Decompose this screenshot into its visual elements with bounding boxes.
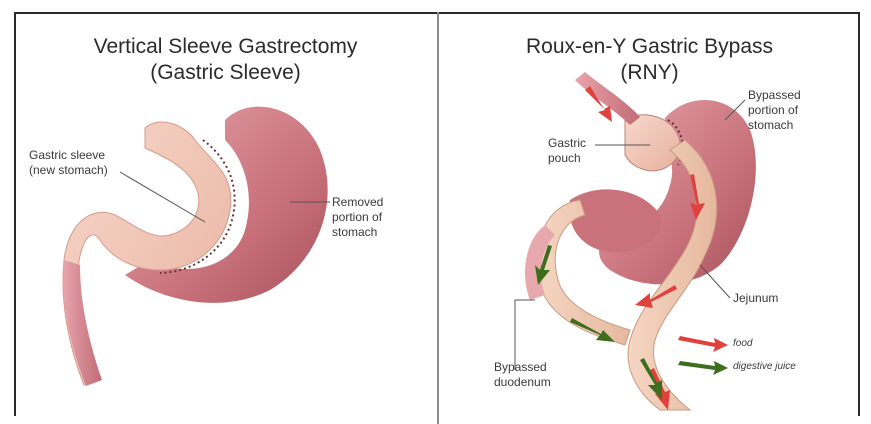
legend-food-label: food bbox=[733, 338, 752, 349]
pouch-label: Gastric pouch bbox=[548, 136, 586, 166]
duodenum-label: Bypassed duodenum bbox=[494, 360, 551, 390]
legend-juice-arrow bbox=[678, 361, 728, 375]
jejunum-pointer bbox=[700, 265, 730, 298]
sleeve-label-line1: Gastric sleeve bbox=[29, 148, 108, 163]
right-subtitle: (RNY) bbox=[439, 60, 860, 86]
legend-juice-label: digestive juice bbox=[733, 361, 796, 372]
right-title: Roux-en-Y Gastric Bypass bbox=[439, 34, 860, 60]
sleeve-label-line2: (new stomach) bbox=[29, 163, 108, 178]
bypassed-label-line1: Bypassed bbox=[748, 88, 801, 103]
left-panel-title: Vertical Sleeve Gastrectomy (Gastric Sle… bbox=[14, 34, 437, 86]
right-panel-title: Roux-en-Y Gastric Bypass (RNY) bbox=[439, 34, 860, 86]
removed-label-line3: stomach bbox=[332, 225, 383, 240]
duodenum-label-line1: Bypassed bbox=[494, 360, 551, 375]
jejunum-label-text: Jejunum bbox=[733, 291, 778, 306]
sleeve-label: Gastric sleeve (new stomach) bbox=[29, 148, 108, 178]
bypassed-stomach-label: Bypassed portion of stomach bbox=[748, 88, 801, 133]
bypassed-label-line2: portion of bbox=[748, 103, 801, 118]
jejunum-label: Jejunum bbox=[733, 291, 778, 306]
removed-label-line1: Removed bbox=[332, 195, 383, 210]
pouch-label-line1: Gastric bbox=[548, 136, 586, 151]
pouch-label-line2: pouch bbox=[548, 151, 586, 166]
bypassed-stomach-lower bbox=[569, 189, 661, 252]
sleeve-tube bbox=[63, 260, 102, 386]
left-title: Vertical Sleeve Gastrectomy bbox=[14, 34, 437, 60]
duodenum-label-line2: duodenum bbox=[494, 375, 551, 390]
removed-label-line2: portion of bbox=[332, 210, 383, 225]
left-subtitle: (Gastric Sleeve) bbox=[14, 60, 437, 86]
bypassed-label-line3: stomach bbox=[748, 118, 801, 133]
legend-food-arrow bbox=[678, 336, 728, 352]
removed-label: Removed portion of stomach bbox=[332, 195, 383, 240]
